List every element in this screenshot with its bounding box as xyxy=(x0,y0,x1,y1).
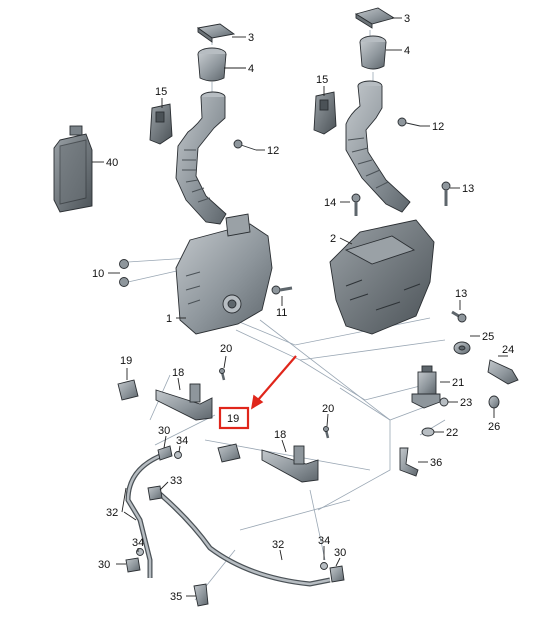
bolt-11 xyxy=(271,285,293,295)
clip-35 xyxy=(193,583,209,607)
cap-19-left xyxy=(117,379,139,401)
callout-4-right: 4 xyxy=(404,45,410,57)
washer-pump-21 xyxy=(411,365,441,409)
callout-22: 22 xyxy=(446,427,458,439)
seal-34-top xyxy=(174,451,182,459)
clip-20-left xyxy=(219,368,226,381)
callout-20-left: 20 xyxy=(220,343,232,355)
callout-34-top: 34 xyxy=(176,435,188,447)
callout-35: 35 xyxy=(170,591,182,603)
callout-10: 10 xyxy=(92,268,104,280)
washer-fluid-bottle xyxy=(53,125,93,213)
filler-neck-seal-left xyxy=(197,47,227,82)
bracket-right xyxy=(313,91,337,135)
leader-lines xyxy=(92,17,508,597)
callout-12-left: 12 xyxy=(267,145,279,157)
callout-2: 2 xyxy=(330,233,336,245)
callout-24: 24 xyxy=(502,344,514,356)
filler-pipe-right xyxy=(345,80,411,213)
callout-34-left: 34 xyxy=(132,537,144,549)
filler-cap-left xyxy=(196,23,236,43)
callout-labels: 3 4 3 4 40 15 15 12 12 13 14 2 10 11 1 1… xyxy=(92,13,514,603)
callout-12-right: 12 xyxy=(432,121,444,133)
seal-26 xyxy=(488,395,500,409)
callout-23: 23 xyxy=(460,397,472,409)
grommet-22 xyxy=(421,427,435,437)
washer-nozzle-18-right xyxy=(261,445,319,483)
callout-14: 14 xyxy=(324,197,336,209)
grommet-23 xyxy=(439,397,449,407)
callout-13-bottom: 13 xyxy=(455,288,467,300)
grommet-25 xyxy=(453,341,471,355)
seal-34-right xyxy=(320,562,328,570)
callout-25: 25 xyxy=(482,331,494,343)
callout-15-left: 15 xyxy=(155,86,167,98)
callout-33: 33 xyxy=(170,475,182,487)
callout-15-right: 15 xyxy=(316,74,328,86)
callout-21: 21 xyxy=(452,377,464,389)
connector-30-top xyxy=(157,445,173,461)
bracket-left xyxy=(149,103,173,145)
bolt-13-bottom xyxy=(451,310,467,323)
callout-26: 26 xyxy=(488,421,500,433)
washer-reservoir-left xyxy=(175,213,273,335)
callout-3-right: 3 xyxy=(404,13,410,25)
washer-nozzle-18-left xyxy=(155,383,213,421)
bolt-12-right xyxy=(397,117,421,127)
level-sensor-24 xyxy=(487,359,519,385)
bolt-14 xyxy=(351,193,361,216)
filler-cap-right xyxy=(354,7,396,29)
hose-32 xyxy=(125,453,331,587)
callout-32-right: 32 xyxy=(272,539,284,551)
highlight-arrow xyxy=(257,355,297,401)
connector-30-left xyxy=(125,557,141,573)
connector-30-right xyxy=(329,565,345,583)
t-connector-33 xyxy=(147,485,163,501)
callout-32-left: 32 xyxy=(106,507,118,519)
filler-neck-seal-right xyxy=(359,35,387,70)
callout-30-right: 30 xyxy=(334,547,346,559)
callout-30-top: 30 xyxy=(158,425,170,437)
callout-18-left: 18 xyxy=(172,367,184,379)
callout-19-highlighted: 19 xyxy=(227,413,239,425)
callout-30-left: 30 xyxy=(98,559,110,571)
highlight-arrowhead xyxy=(250,394,264,410)
highlight-part-19: 19 xyxy=(218,355,297,430)
callout-40: 40 xyxy=(106,157,118,169)
callout-3-left: 3 xyxy=(248,32,254,44)
callout-19-left: 19 xyxy=(120,355,132,367)
nuts-10 xyxy=(119,259,129,287)
washer-reservoir-right xyxy=(329,219,435,335)
cap-19-center xyxy=(217,443,241,463)
callout-1: 1 xyxy=(166,313,172,325)
clip-20-right xyxy=(323,426,330,439)
bolt-13-top xyxy=(441,181,451,206)
callout-11: 11 xyxy=(276,307,287,319)
filler-pipe-left xyxy=(175,91,227,225)
callout-13-top: 13 xyxy=(462,183,474,195)
callout-20-right: 20 xyxy=(322,403,334,415)
hose-elbow-36 xyxy=(399,447,419,477)
callout-34-right: 34 xyxy=(318,535,330,547)
highlight-box xyxy=(218,406,250,430)
bolt-12-left xyxy=(233,139,257,151)
callout-4-left: 4 xyxy=(248,63,254,75)
callout-36: 36 xyxy=(430,457,442,469)
callout-18-right: 18 xyxy=(274,429,286,441)
